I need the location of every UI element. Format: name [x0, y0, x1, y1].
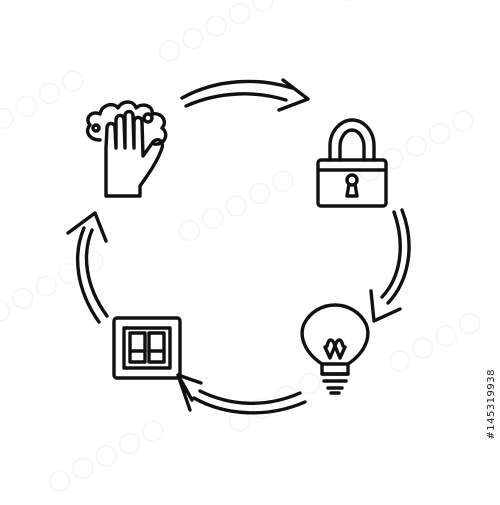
cycle-arrow-top: [180, 78, 310, 112]
wash-hands-icon: [85, 100, 168, 198]
cycle-arrow-left: [66, 211, 109, 324]
padlock-icon: [316, 118, 388, 208]
cycle-arrow-bottom: [176, 373, 307, 415]
light-switch-icon: [112, 316, 182, 380]
stock-id-label: #145319938: [486, 369, 497, 440]
cycle-arrow-right: [369, 208, 411, 323]
light-bulb-icon: [300, 303, 370, 395]
